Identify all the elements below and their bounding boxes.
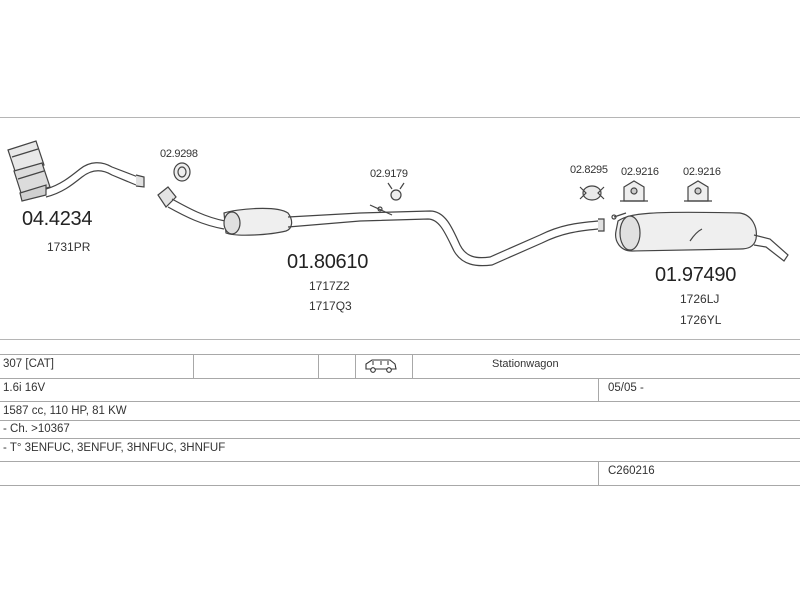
table-line: [0, 461, 800, 462]
table-line: [0, 420, 800, 421]
catalog-code: C260216: [608, 465, 655, 477]
vehicle-specs: 1587 cc, 110 HP, 81 KW: [3, 405, 127, 417]
rear-mount-1-icon: [620, 180, 648, 202]
mid-pipe-code-1: 1717Z2: [309, 279, 350, 293]
rear-silencer-icon: [611, 211, 789, 262]
table-column-divider: [355, 354, 356, 378]
vehicle-engine: 1.6i 16V: [3, 382, 46, 394]
station-wagon-car-icon: [365, 359, 397, 373]
front-clamp-icon: [173, 162, 191, 182]
vehicle-engine-codes: - T° 3ENFUC, 3ENFUF, 3HNFUC, 3HNFUF: [3, 442, 226, 454]
table-column-divider: [598, 461, 599, 485]
rear-clamp-icon: [579, 185, 605, 201]
vehicle-chassis: - Ch. >10367: [3, 423, 70, 435]
table-line: [0, 401, 800, 402]
diagram-bottom-divider: [0, 339, 800, 340]
table-line: [0, 485, 800, 486]
rear-silencer-code-1: 1726LJ: [680, 292, 720, 306]
vehicle-period: 05/05 -: [608, 382, 644, 394]
table-line: [0, 378, 800, 379]
table-column-divider: [412, 354, 413, 378]
mid-mount-part-number: 02.9179: [370, 168, 408, 180]
catalyst-code: 1731PR: [47, 240, 91, 254]
table-line: [0, 438, 800, 439]
front-clamp-part-number: 02.9298: [160, 148, 198, 160]
mid-pipe-icon: [157, 186, 605, 267]
mid-pipe-code-2: 1717Q3: [309, 299, 352, 313]
table-column-divider: [598, 378, 599, 401]
vehicle-body-type: Stationwagon: [492, 358, 559, 370]
table-line: [0, 354, 800, 355]
rear-mount-2-part-number: 02.9216: [683, 166, 721, 178]
table-column-divider: [193, 354, 194, 378]
catalytic-converter-icon: [7, 140, 145, 202]
mid-pipe-part-number: 01.80610: [287, 251, 369, 273]
rear-clamp-part-number: 02.8295: [570, 164, 608, 176]
top-divider: [0, 117, 800, 118]
exhaust-drawing: [7, 140, 789, 267]
rear-mount-1-part-number: 02.9216: [621, 166, 659, 178]
rear-mount-2-icon: [684, 180, 712, 202]
mid-mount-icon: [369, 182, 405, 216]
rear-silencer-part-number: 01.97490: [655, 264, 737, 286]
table-column-divider: [318, 354, 319, 378]
rear-silencer-code-2: 1726YL: [680, 313, 722, 327]
catalyst-part-number: 04.4234: [22, 208, 93, 230]
vehicle-model: 307 [CAT]: [3, 358, 54, 370]
